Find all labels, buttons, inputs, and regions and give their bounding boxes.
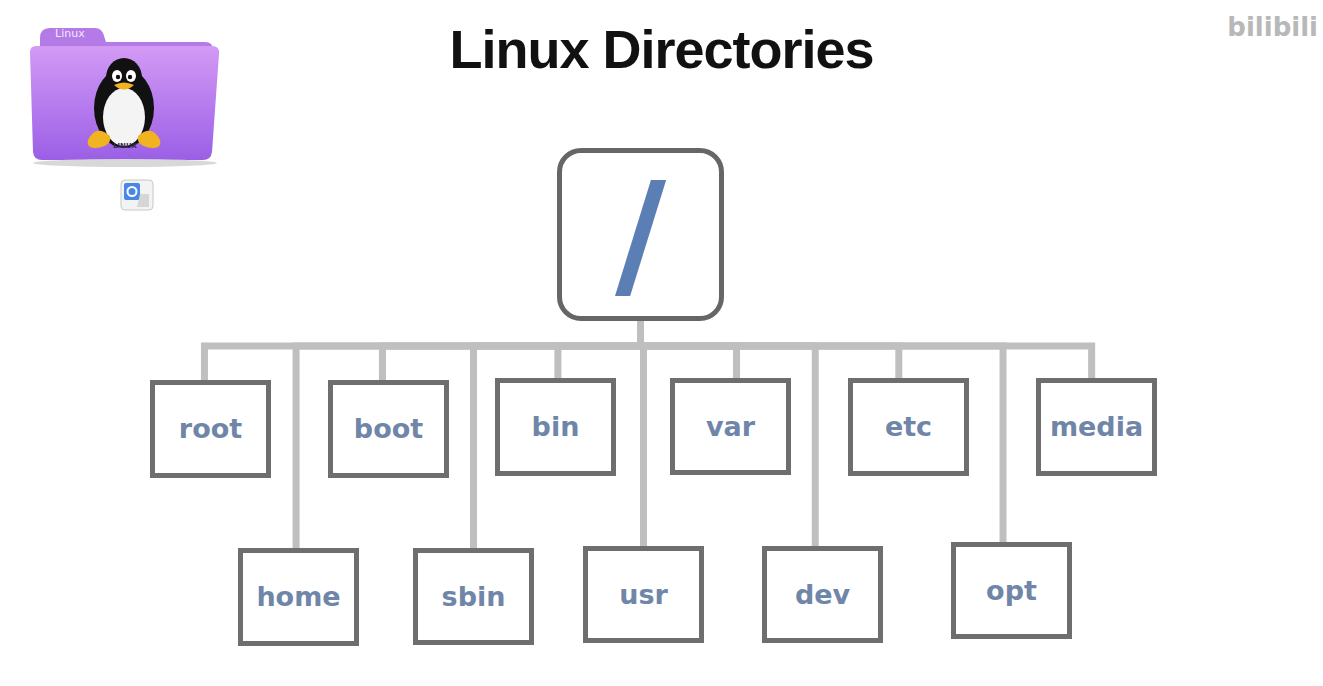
directory-box: etc [848,378,969,476]
directory-name: var [706,412,755,442]
root-directory-box: / [557,148,724,321]
directory-name: / [615,158,666,312]
directory-name: home [256,582,340,612]
directory-box: opt [951,542,1072,639]
directory-box: var [670,378,791,475]
directory-name: sbin [442,582,506,612]
directory-name: etc [885,412,932,442]
directory-box: bin [495,378,616,476]
directory-name: bin [532,412,580,442]
tree-connector [474,321,641,548]
directory-box: root [150,380,271,478]
directory-name: boot [354,414,423,444]
directory-box: sbin [413,548,534,645]
directory-box: dev [762,546,883,643]
folder-tab-label: Linux [55,27,85,40]
directory-name: root [179,414,242,444]
directory-box: home [238,548,359,646]
tree-connector [382,321,640,380]
watermark: bilibili [1227,12,1318,42]
tree-connector [296,321,640,548]
directory-box: media [1036,378,1157,476]
directory-box: boot [328,380,449,478]
tree-connector [204,321,640,380]
tree-connector [641,321,816,546]
diagram-title: Linux Directories [0,18,1323,80]
directory-name: media [1050,412,1143,442]
tree-connector [641,321,1004,542]
directory-name: dev [795,580,850,610]
directory-name: usr [619,580,668,610]
tree-connector [641,321,644,546]
directory-name: opt [986,576,1037,606]
penguin-label: LINUX [113,142,137,150]
directory-box: usr [583,546,704,643]
